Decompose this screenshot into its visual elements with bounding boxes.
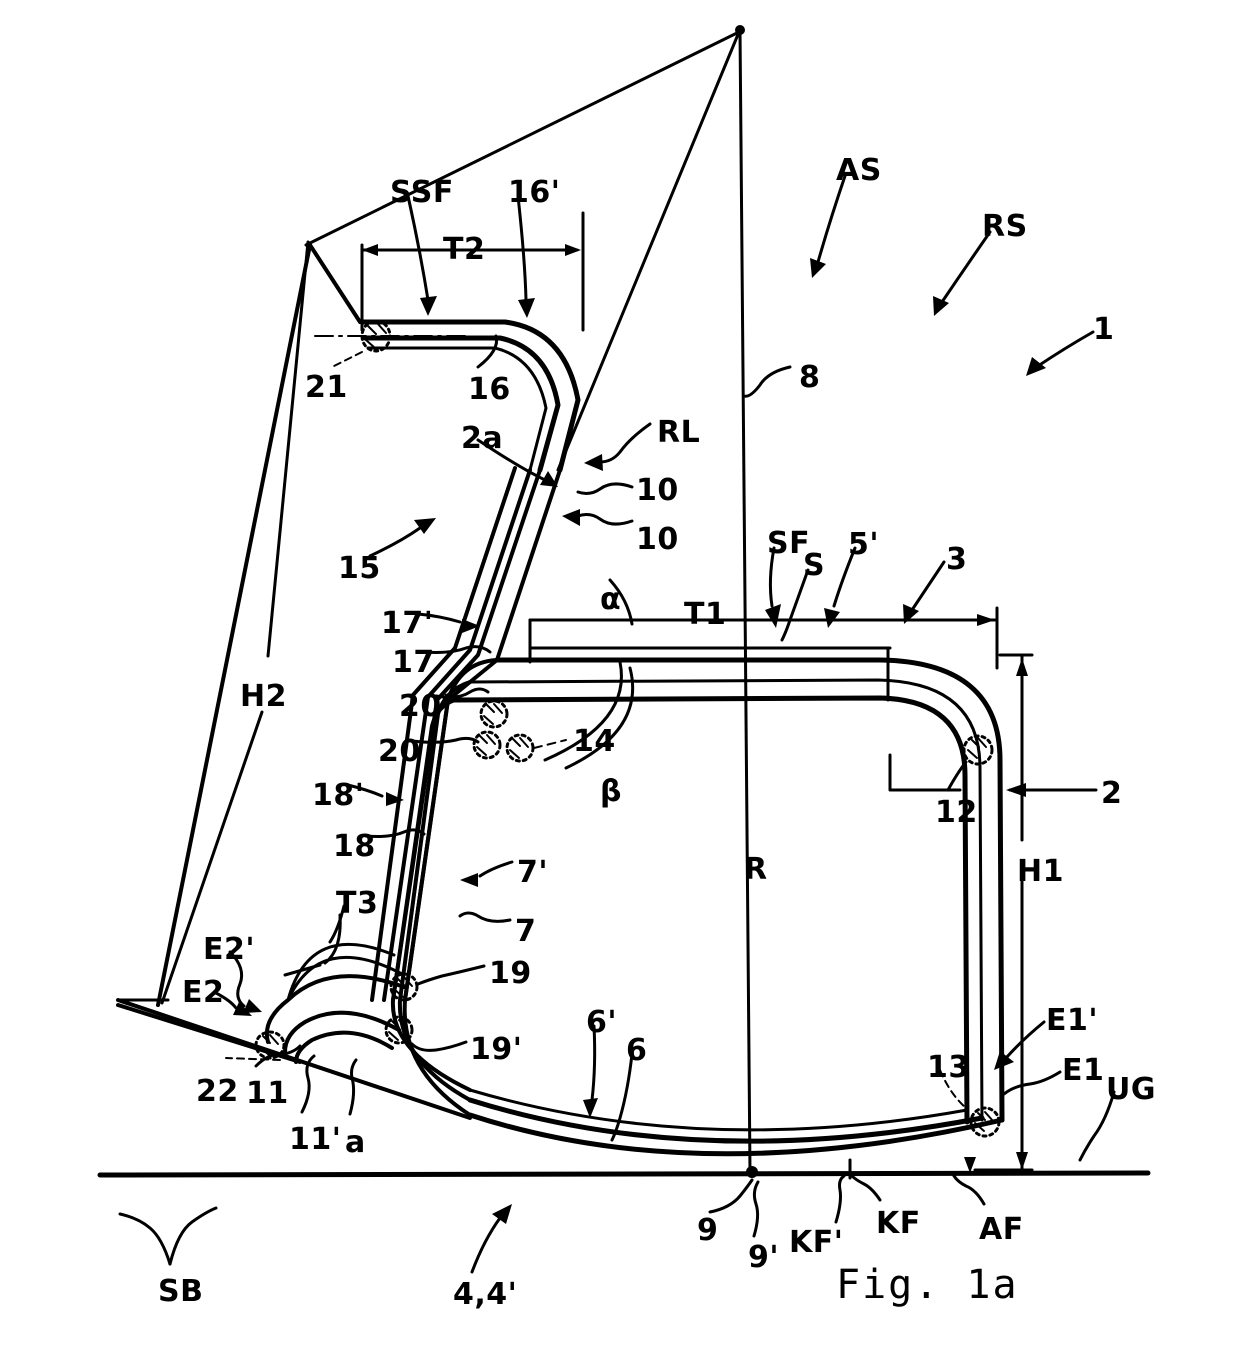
figure-label-17: 17 xyxy=(392,645,435,680)
headrest-rail xyxy=(359,319,581,473)
figure-label-15: 15 xyxy=(338,551,381,586)
dashed-leaders xyxy=(939,1069,967,1109)
figure-label-11: 11 xyxy=(246,1076,289,1111)
headrest-rail-inner xyxy=(366,346,548,472)
leaders xyxy=(118,174,1116,1274)
figure-label-R: R xyxy=(744,852,768,887)
figure-label-16: 16 xyxy=(468,372,511,407)
figure-label-11p: 11' xyxy=(289,1122,342,1157)
figure-label-SSF: SSF xyxy=(390,175,454,210)
figure-label-18p: 18' xyxy=(312,778,365,813)
figure-label-8: 8 xyxy=(799,360,821,395)
figure-label-1: 1 xyxy=(1093,312,1115,347)
t3-arc xyxy=(286,942,406,1002)
joint-12 xyxy=(962,734,994,766)
dim-H2 xyxy=(116,240,310,1005)
figure-label-SB: SB xyxy=(158,1274,204,1309)
figure-label-12: 12 xyxy=(935,795,978,830)
figure-label-9p: 9' xyxy=(748,1240,780,1275)
figure-label-alpha: α xyxy=(600,582,622,617)
figure-label-T1: T1 xyxy=(684,597,727,632)
figure-label-20p: 20' xyxy=(399,689,452,724)
figure-label-9: 9 xyxy=(697,1213,719,1248)
dim-T1 xyxy=(528,606,999,702)
figure-label-S: S xyxy=(803,548,826,583)
figure-label-beta: β xyxy=(600,774,622,809)
figure-label-RL: RL xyxy=(657,415,701,450)
frame-inner-contour xyxy=(468,678,984,1122)
e2-reference-line xyxy=(116,998,472,1120)
figure-label-10a: 10 xyxy=(636,473,679,508)
figure-caption: Fig. 1a xyxy=(836,1262,1019,1308)
joint-13 xyxy=(969,1106,1001,1138)
dim-H1 xyxy=(973,653,1034,1172)
figure-label-6p: 6' xyxy=(586,1005,618,1040)
figure-label-H2: H2 xyxy=(240,679,287,714)
figure-label-10b: 10 xyxy=(636,522,679,557)
figure-label-13: 13 xyxy=(927,1050,970,1085)
figure-label-18: 18 xyxy=(333,829,376,864)
figure-label-KFp: KF' xyxy=(789,1225,844,1260)
figure-label-E2p: E2' xyxy=(203,932,256,967)
figure-label-AF: AF xyxy=(979,1212,1024,1247)
dim-T2 xyxy=(360,211,585,332)
figure-label-20: 20 xyxy=(378,734,421,769)
rl-construction-line xyxy=(304,30,741,472)
figure-label-H1: H1 xyxy=(1017,854,1064,889)
ground-ticks xyxy=(746,1157,976,1180)
figure-label-SF: SF xyxy=(767,526,811,561)
figure-label-3: 3 xyxy=(946,542,968,577)
upper-arm-outer xyxy=(156,243,362,1007)
figure-label-AS: AS xyxy=(836,153,882,188)
figure-label-KF: KF xyxy=(876,1206,921,1241)
beta-arc xyxy=(543,660,635,770)
figure-label-14: 14 xyxy=(573,724,616,759)
figure-label-E2: E2 xyxy=(182,975,225,1010)
leader-22 xyxy=(225,1057,281,1061)
figure-label-7p: 7' xyxy=(517,855,549,890)
leader-21 xyxy=(329,351,363,369)
figure-label-T3: T3 xyxy=(336,886,379,921)
joint-20 xyxy=(472,699,535,763)
figure-label-E1p: E1' xyxy=(1046,1003,1099,1038)
figure-label-21: 21 xyxy=(305,370,348,405)
backrest-tubes xyxy=(370,466,562,1002)
leader-14 xyxy=(533,739,567,749)
figure-label-6: 6 xyxy=(626,1033,648,1068)
figure-label-2: 2 xyxy=(1101,776,1123,811)
figure-label-44p: 4,4' xyxy=(453,1277,518,1312)
figure-label-5p: 5' xyxy=(848,527,880,562)
bracket-12 xyxy=(888,753,962,792)
figure-label-RS: RS xyxy=(982,209,1028,244)
bottom-rail xyxy=(467,1097,1005,1157)
figure-label-7: 7 xyxy=(515,914,537,949)
figure-label-19: 19 xyxy=(489,956,532,991)
figure-label-E1: E1 xyxy=(1062,1053,1105,1088)
figure-label-2a: 2a xyxy=(461,421,504,456)
bottom-rail-inner xyxy=(468,1088,969,1132)
figure-label-T2: T2 xyxy=(443,232,486,267)
figure-label-19p: 19' xyxy=(470,1032,523,1067)
figure-label-UG: UG xyxy=(1106,1072,1156,1107)
figure-label-16p: 16' xyxy=(508,175,561,210)
figure-label-a: a xyxy=(345,1125,366,1160)
lower-left-end xyxy=(265,974,406,1064)
figure-label-22: 22 xyxy=(196,1074,239,1109)
joint-19 xyxy=(384,972,419,1045)
ground-line xyxy=(97,1170,1151,1178)
lower-left-tube xyxy=(390,658,499,1117)
figure-label-17p: 17' xyxy=(381,606,434,641)
